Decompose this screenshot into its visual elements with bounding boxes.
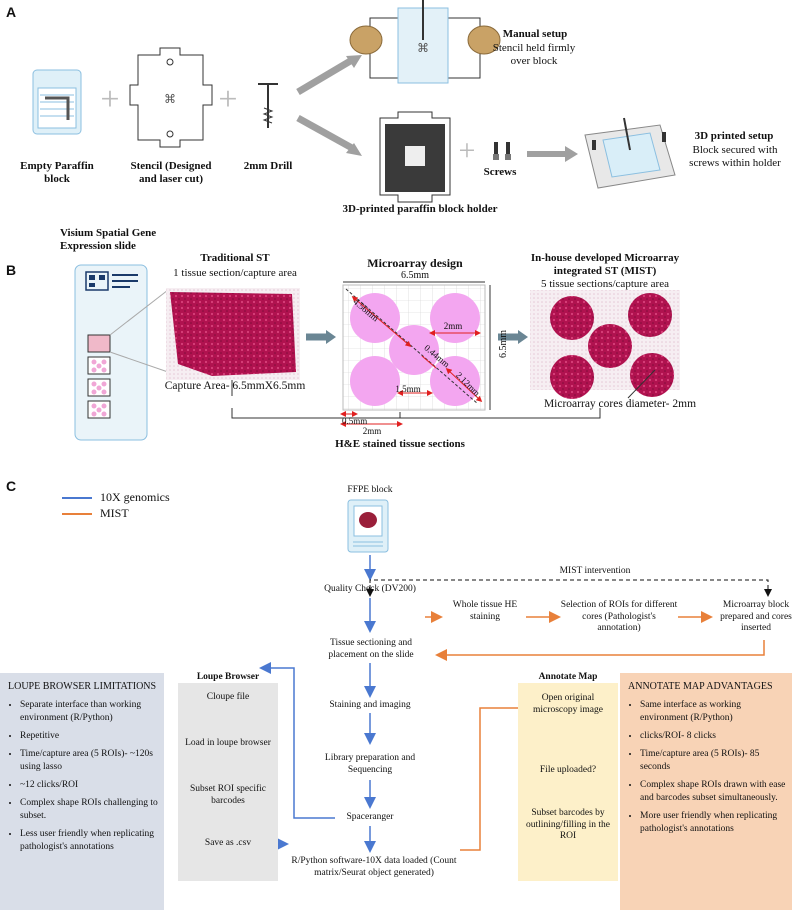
mist-subtitle: 5 tissue sections/capture area: [541, 278, 669, 290]
advantage-item: Complex shape ROIs drawn with ease and b…: [640, 779, 786, 805]
panel-label-b: B: [6, 262, 17, 278]
staining-imaging: Staining and imaging: [329, 700, 411, 710]
ffpe-block-icon: [347, 499, 389, 553]
dim-15-label: 1.5mm: [395, 384, 421, 394]
drill-label: 2mm Drill: [243, 160, 293, 172]
arrow-down: [296, 114, 354, 152]
quality-check: Quality Check (DV200): [324, 584, 416, 594]
advantages-panel: ANNOTATE MAP ADVANTAGES Same interface a…: [620, 673, 792, 910]
arrow-up: [296, 56, 354, 96]
screws-label: Screws: [483, 166, 517, 178]
mist-title: In-house developed Microarray integrated…: [530, 252, 680, 277]
spaceranger: Spaceranger: [346, 812, 394, 822]
microarray-design-grid: [340, 281, 491, 427]
annotate-step-1: Open original microscopy image: [533, 693, 603, 715]
microarray-design-title: Microarray design: [367, 256, 463, 270]
dim-top-label: 6.5mm: [400, 270, 430, 281]
manual-setup-icon: ⌘: [349, 0, 501, 84]
loupe-step-1: Cloupe file: [206, 692, 250, 702]
loupe-browser-title: Loupe Browser: [196, 672, 260, 682]
block-holder-icon: [379, 111, 451, 203]
panel-label-c: C: [6, 478, 17, 494]
legend-mist-label: MIST: [100, 506, 129, 520]
roi-selection: Selection of ROIs for different cores (P…: [560, 600, 678, 633]
annotate-step-3: Subset barcodes by outlining/filling in …: [526, 808, 610, 841]
limitations-panel: LOUPE BROWSER LIMITATIONS Separate inter…: [0, 673, 164, 910]
printed-setup-desc: Block secured with screws within holder: [689, 144, 781, 169]
advantages-title: ANNOTATE MAP ADVANTAGES: [628, 681, 773, 692]
empty-block-label: Empty Paraffin block: [20, 160, 94, 185]
capture-area-label: Capture Area- 6.5mmX6.5mm: [164, 380, 306, 392]
limitation-item: Time/capture area (5 ROIs)- ~120s using …: [20, 748, 158, 774]
stencil-icon: ⌘: [129, 47, 213, 148]
limitation-item: Repetitive: [20, 730, 158, 743]
annotate-map-panel: [518, 683, 618, 881]
he-bracket: [231, 408, 601, 419]
loupe-browser-panel: [178, 683, 278, 881]
svg-text:⌘: ⌘: [417, 41, 429, 55]
mist-intervention-label: MIST intervention: [540, 566, 650, 578]
traditional-st-subtitle: 1 tissue section/capture area: [173, 267, 297, 279]
drill-icon: [258, 83, 278, 128]
dim-right-label: 6.5mm: [498, 329, 509, 359]
screws-icon: [493, 142, 511, 160]
tissue-sectioning: Tissue sectioning and placement on the s…: [328, 638, 414, 660]
cores-diameter-label: Microarray cores diameter- 2mm: [543, 398, 697, 410]
dim-05-label: 0.5mm: [342, 416, 368, 426]
zoom-line: [109, 289, 169, 336]
whole-tissue-staining: Whole tissue HE staining: [452, 600, 518, 622]
limitation-item: ~12 clicks/ROI: [20, 779, 158, 792]
printed-setup-icon: [584, 117, 676, 189]
holder-label: 3D-printed paraffin block holder: [342, 203, 498, 215]
advantage-item: Time/capture area (5 ROIs)- 85 seconds: [640, 748, 786, 774]
mist-image: [530, 290, 680, 399]
printed-setup-title: 3D printed setup: [694, 130, 774, 142]
limitation-item: Less user friendly when replicating path…: [20, 828, 158, 854]
limitation-item: Separate interface than working environm…: [20, 699, 158, 725]
limitation-item: Complex shape ROIs challenging to subset…: [20, 797, 158, 823]
zoom-line: [109, 351, 169, 373]
loupe-step-2: Load in loupe browser: [185, 738, 271, 748]
ffpe-label: FFPE block: [347, 485, 393, 495]
legend-10x-label: 10X genomics: [100, 490, 170, 504]
he-label: H&E stained tissue sections: [335, 438, 465, 450]
paraffin-block-icon: [32, 69, 82, 135]
visium-slide-title: Visium Spatial Gene Expression slide: [60, 227, 157, 252]
loupe-step-3: Subset ROI specific barcodes: [190, 784, 266, 806]
advantage-item: More user friendly when replicating path…: [640, 810, 786, 836]
panel-label-a: A: [6, 4, 17, 20]
advantage-item: Same interface as working environment (R…: [640, 699, 786, 725]
stencil-label: Stencil (Designed and laser cut): [130, 160, 212, 185]
manual-setup-desc: Stencil held firmly over block: [492, 42, 576, 67]
svg-text:⌘: ⌘: [164, 92, 176, 106]
limitations-title: LOUPE BROWSER LIMITATIONS: [8, 681, 157, 692]
plus-icon: +: [100, 81, 119, 118]
traditional-st-title: Traditional ST: [200, 252, 270, 264]
annotate-step-2: File uploaded?: [539, 765, 597, 775]
dim-2mm-bottom-label: 2mm: [362, 426, 382, 436]
annotate-map-title: Annotate Map: [538, 672, 598, 682]
dim-2mm-top-label: 2mm: [443, 321, 463, 331]
traditional-st-image: [166, 288, 300, 380]
manual-setup-title: Manual setup: [502, 28, 568, 40]
microarray-block-prepared: Microarray block prepared and cores inse…: [720, 600, 792, 633]
plus-icon: +: [218, 81, 237, 118]
plus-icon: +: [459, 134, 476, 167]
advantage-item: clicks/ROI- 8 clicks: [640, 730, 786, 743]
rpython-loaded: R/Python software-10X data loaded (Count…: [291, 856, 457, 878]
library-preparation: Library preparation and Sequencing: [324, 753, 416, 775]
loupe-step-4: Save as .csv: [204, 838, 252, 848]
